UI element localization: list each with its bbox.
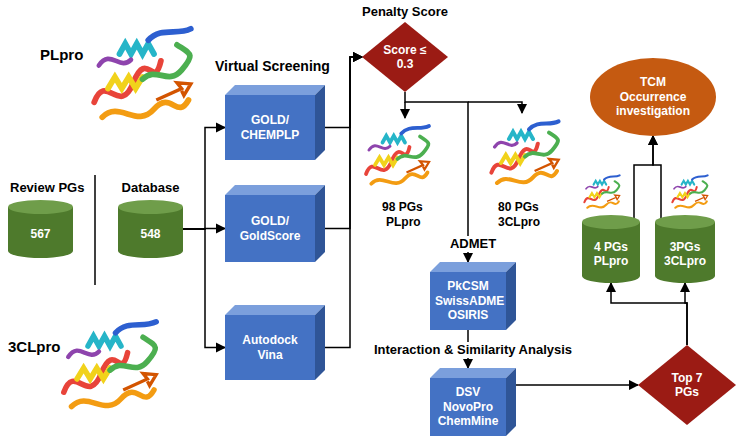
protein-illustration <box>672 175 707 207</box>
text-area: Score ≤ 0.3 <box>362 22 448 92</box>
text-label: PLpro <box>40 46 83 64</box>
diamond-fill <box>362 22 448 92</box>
process-box: ADMETPkCSM SwissADME OSIRIS <box>430 262 516 330</box>
connector-arrow <box>516 384 638 386</box>
text-area: GOLD/ CHEMPLP <box>225 85 325 160</box>
connector-arrow <box>183 229 225 348</box>
cylinder-top <box>582 215 640 229</box>
connector-arrow <box>325 57 362 229</box>
text-area: 567 <box>8 200 73 258</box>
box-top-face <box>225 305 325 315</box>
box-side-face <box>506 368 516 436</box>
data-cylinder: 3PGs 3CLpro <box>655 215 715 283</box>
text-area: Top 7 PGs <box>638 345 736 425</box>
node-text: Autodock Vina <box>230 333 310 362</box>
heading-label: Penalty Score <box>360 4 450 20</box>
heading-label: Interaction & Similarity Analysis <box>372 342 574 358</box>
protein-illustration <box>366 126 429 184</box>
connector-arrow <box>611 283 687 345</box>
cylinder-top <box>655 215 715 229</box>
text-area: TCM Occurrence investigation <box>590 58 716 136</box>
decision-diamond: Top 7 PGs <box>638 345 736 425</box>
cylinder-body <box>582 222 640 283</box>
text-area: PkCSM SwissADME OSIRIS <box>430 262 516 330</box>
node-text: Top 7 PGs <box>660 371 715 400</box>
box-front-face <box>225 195 315 262</box>
connector-arrow <box>183 128 225 230</box>
node-text: Score ≤ 0.3 <box>381 43 429 72</box>
text-area: 3PGs 3CLpro <box>655 215 715 283</box>
box-side-face <box>315 85 325 160</box>
box-side-face <box>506 262 516 330</box>
protein-illustration <box>584 175 619 207</box>
box-front-face <box>225 95 315 160</box>
node-text: 4 PGs PLpro <box>587 240 635 269</box>
protein-illustration <box>94 29 191 118</box>
ellipse-fill <box>590 58 716 136</box>
connector-arrow <box>653 136 661 223</box>
text-label: PLpro <box>386 215 421 229</box>
diamond-fill <box>638 345 736 425</box>
process-box: Interaction & Similarity AnalysisDSV Nov… <box>430 368 516 436</box>
text-area: Autodock Vina <box>225 305 325 380</box>
text-label: Virtual Screening <box>215 58 330 75</box>
text-area: GOLD/ GoldScore <box>225 185 325 262</box>
cylinder-body <box>118 207 183 258</box>
node-text: TCM Occurrence investigation <box>605 75 701 118</box>
box-top-face <box>430 262 516 272</box>
branch-arrow <box>404 102 406 118</box>
box-top-face <box>430 368 516 378</box>
connector-arrow <box>325 57 362 348</box>
heading-label: Database <box>120 180 182 196</box>
connector-arrow <box>634 136 653 223</box>
node-text: 567 <box>30 227 50 241</box>
branch-arrow <box>468 102 522 113</box>
cylinder-body <box>655 222 715 283</box>
text-label: 3CLpro <box>8 338 61 356</box>
process-box: GOLD/ GoldScore <box>225 185 325 262</box>
node-text: 3PGs 3CLpro <box>660 240 710 269</box>
heading-label: Review PGs <box>8 180 86 196</box>
box-top-face <box>225 185 325 195</box>
text-label: 98 PGs <box>382 200 423 214</box>
node-text: 548 <box>140 227 160 241</box>
cylinder-body <box>8 207 73 258</box>
node-text: GOLD/ CHEMPLP <box>230 113 310 142</box>
result-ellipse: TCM Occurrence investigation <box>590 58 716 136</box>
protein-illustration <box>491 121 558 183</box>
text-label: 80 PGs <box>498 200 539 214</box>
divider-line <box>94 175 96 285</box>
heading-label: ADMET <box>448 236 498 252</box>
data-cylinder: 4 PGs PLpro <box>582 215 640 283</box>
connector-arrow <box>685 283 687 345</box>
text-label: 3CLpro <box>498 215 540 229</box>
text-area: 548 <box>118 200 183 258</box>
cylinder-top <box>8 200 73 214</box>
node-text: PkCSM SwissADME OSIRIS <box>435 279 501 322</box>
node-text: DSV NovoPro ChemMine <box>435 385 501 428</box>
connector-arrow <box>325 57 362 128</box>
box-side-face <box>315 185 325 262</box>
node-text: GOLD/ GoldScore <box>230 214 310 243</box>
box-side-face <box>315 305 325 380</box>
protein-illustration <box>64 322 156 407</box>
process-box: GOLD/ CHEMPLP <box>225 85 325 160</box>
text-area: 4 PGs PLpro <box>582 215 640 283</box>
process-box: Autodock Vina <box>225 305 325 380</box>
decision-diamond: Penalty ScoreScore ≤ 0.3 <box>362 22 448 92</box>
box-front-face <box>430 378 506 436</box>
box-top-face <box>225 85 325 95</box>
cylinder-top <box>118 200 183 214</box>
data-cylinder: Database548 <box>118 200 183 258</box>
box-front-face <box>225 315 315 380</box>
box-front-face <box>430 272 506 330</box>
text-area: DSV NovoPro ChemMine <box>430 368 516 436</box>
data-cylinder: Review PGs567 <box>8 200 73 258</box>
